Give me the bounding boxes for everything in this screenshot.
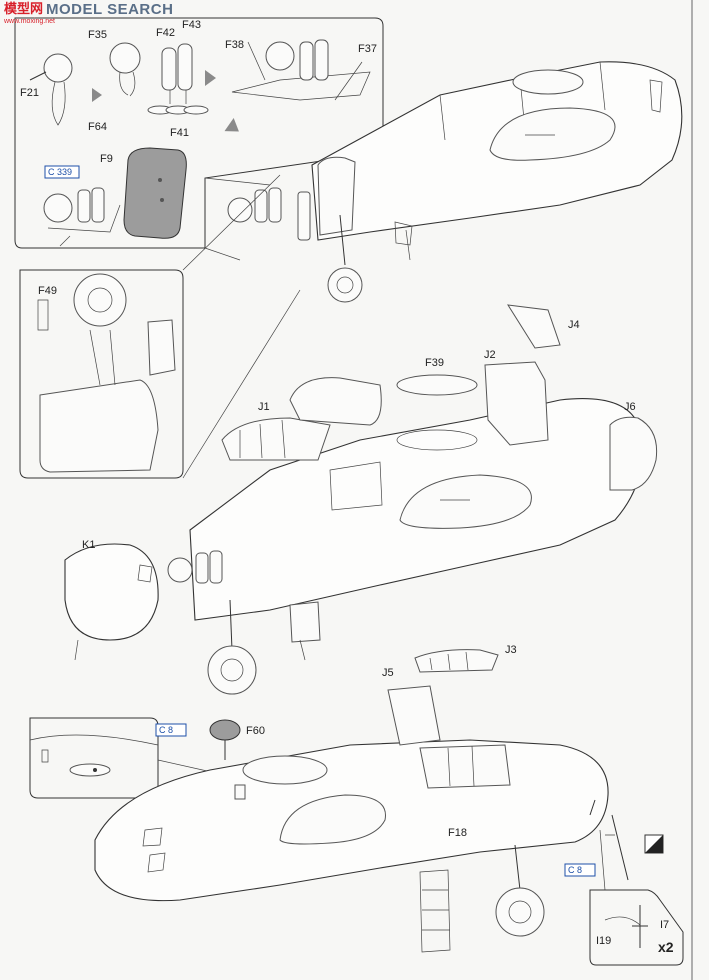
watermark-logo: 模型网 <box>4 2 44 17</box>
label-J6: J6 <box>624 401 636 413</box>
grey-panel-part-F9 <box>123 147 187 239</box>
inset-lower-right <box>589 834 684 966</box>
inset-top-left <box>14 17 384 261</box>
label-F41: F41 <box>170 127 189 139</box>
label-J3: J3 <box>505 644 517 656</box>
label-F49: F49 <box>38 285 57 297</box>
watermark-search: MODEL SEARCH <box>46 1 174 18</box>
label-F43: F43 <box>182 19 201 31</box>
label-J2: J2 <box>484 349 496 361</box>
label-K1: K1 <box>82 539 95 551</box>
label-J5: J5 <box>382 667 394 679</box>
inset-left-middle <box>19 174 301 479</box>
lamp-part-F35 <box>109 42 141 97</box>
label-F21: F21 <box>20 87 39 99</box>
watermark-url: www.moxing.net <box>4 18 55 25</box>
step-arrow-2 <box>205 70 216 86</box>
fuselage-lower <box>94 649 629 953</box>
label-F37: F37 <box>358 43 377 55</box>
fuselage-middle <box>64 304 658 695</box>
label-F39: F39 <box>425 357 444 369</box>
ref-box-c8-lower: C 8 <box>564 863 596 877</box>
label-F64: F64 <box>88 121 107 133</box>
label-F35: F35 <box>88 29 107 41</box>
lights-assembly-F37-F38 <box>231 39 371 101</box>
label-F42: F42 <box>156 27 175 39</box>
watermark: 模型网 MODEL SEARCH www.moxing.net <box>4 2 173 25</box>
light-assembly-C339 <box>43 187 121 247</box>
label-I19: I19 <box>596 935 611 947</box>
inset-lower-left <box>29 717 226 799</box>
step-arrow-3 <box>224 118 239 132</box>
label-J4: J4 <box>568 319 580 331</box>
step-arrow-1 <box>92 88 102 102</box>
label-F9: F9 <box>100 153 113 165</box>
label-J1: J1 <box>258 401 270 413</box>
label-F38: F38 <box>225 39 244 51</box>
ref-box-c8-upper: C 8 <box>155 723 187 737</box>
label-I7: I7 <box>660 919 669 931</box>
multiplier-x2: x2 <box>658 939 674 955</box>
label-F60: F60 <box>246 725 265 737</box>
svg-text:C 339: C 339 <box>48 167 72 177</box>
cylinders-F42-F43 <box>147 43 209 115</box>
svg-text:C 8: C 8 <box>159 725 173 735</box>
fuselage-upper <box>227 61 683 303</box>
lamp-part-F21 <box>29 53 73 126</box>
ref-box-c339: C 339 <box>44 165 80 179</box>
label-F18: F18 <box>448 827 467 839</box>
svg-text:C 8: C 8 <box>568 865 582 875</box>
